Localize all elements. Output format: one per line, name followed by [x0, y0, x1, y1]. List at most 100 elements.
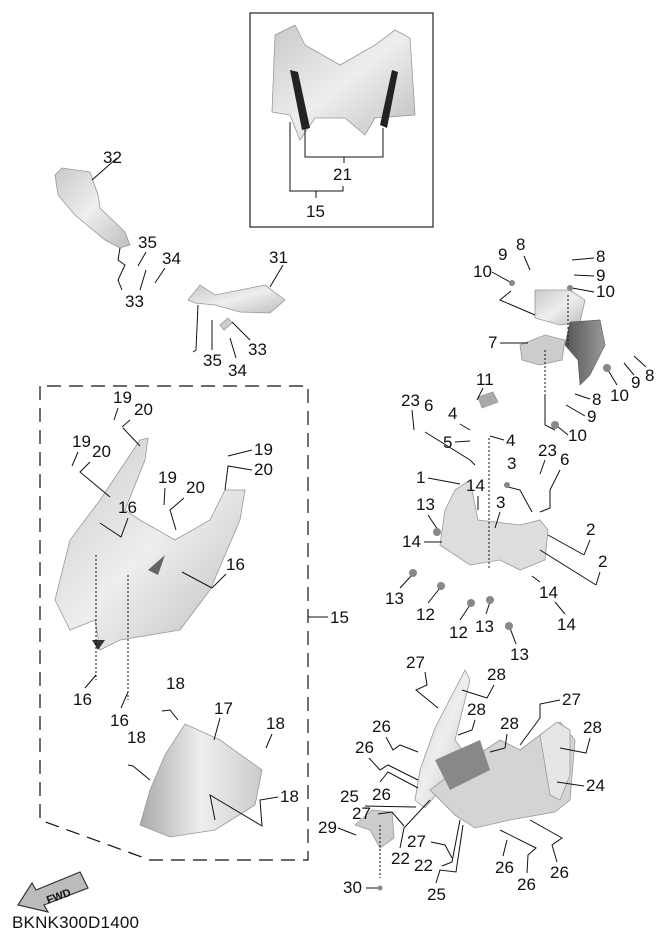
callout-35a: 35 [138, 233, 157, 252]
callout-15-assembly: 15 [330, 608, 349, 627]
lower-cowling-group: 27 28 28 28 27 28 24 26 26 26 25 27 29 2… [318, 653, 605, 904]
headlight-bracket-group: 9 8 10 8 9 10 7 10 9 8 8 9 10 [473, 235, 654, 445]
callout-8c: 8 [645, 366, 654, 385]
callout-13b: 13 [385, 589, 404, 608]
callout-34a: 34 [162, 249, 181, 268]
callout-3a: 3 [507, 454, 516, 473]
callout-16d: 16 [110, 711, 129, 730]
callout-10b: 10 [596, 282, 615, 301]
callout-27a: 27 [406, 653, 425, 672]
callout-9b: 9 [596, 266, 605, 285]
callout-10d: 10 [568, 426, 587, 445]
callout-20c: 20 [186, 478, 205, 497]
callout-13d: 13 [510, 645, 529, 664]
callout-22a: 22 [391, 849, 410, 868]
side-cowl-dark [564, 319, 606, 386]
callout-9c: 9 [631, 373, 640, 392]
right-mirror-part [187, 284, 286, 314]
callout-12a: 12 [416, 605, 435, 624]
callout-16a: 16 [118, 498, 137, 517]
callout-2b: 2 [598, 552, 607, 571]
callout-4a: 4 [448, 404, 457, 423]
callout-33b: 33 [248, 340, 267, 359]
upper-cowling-assembly: 15 19 20 19 20 16 19 20 19 20 16 16 16 1… [39, 385, 349, 861]
callout-12b: 12 [449, 623, 468, 642]
callout-17: 17 [214, 699, 233, 718]
callout-18d: 18 [280, 787, 299, 806]
side-panel-24 [539, 721, 571, 801]
callout-16b: 16 [226, 555, 245, 574]
callout-32: 32 [103, 148, 122, 167]
callout-19b: 19 [72, 432, 91, 451]
callout-20b: 20 [92, 442, 111, 461]
callout-19c: 19 [158, 468, 177, 487]
left-mirror-group: 32 35 34 33 [54, 148, 181, 311]
callout-15-inset: 15 [306, 202, 325, 221]
windscreen-part [139, 723, 263, 838]
upper-cowl-part [54, 437, 246, 651]
cowling-stay-group: 11 23 6 4 5 4 1 3 23 6 14 3 13 14 2 2 [385, 370, 607, 664]
callout-21: 21 [333, 165, 352, 184]
callout-26c: 26 [372, 785, 391, 804]
right-mirror-group: 31 35 33 34 [187, 248, 288, 380]
callout-7: 7 [488, 333, 497, 352]
stay-frame-part [439, 479, 549, 571]
callout-28d: 28 [583, 718, 602, 737]
callout-26e: 26 [517, 875, 536, 894]
callout-23a: 23 [401, 391, 420, 410]
callout-14b: 14 [402, 532, 421, 551]
callout-3b: 3 [496, 493, 505, 512]
callout-4b: 4 [506, 431, 515, 450]
callout-35b: 35 [203, 351, 222, 370]
side-cover-29 [354, 809, 395, 849]
callout-8a: 8 [516, 235, 525, 254]
callout-27d: 27 [407, 832, 426, 851]
callout-10c: 10 [610, 386, 629, 405]
callout-19a: 19 [113, 388, 132, 407]
right-trim-strip [380, 70, 398, 128]
callout-26a: 26 [372, 717, 391, 736]
diagram-code: BKNK300D1400 [12, 913, 140, 932]
callout-29: 29 [318, 818, 337, 837]
lower-cowl-center [429, 721, 576, 829]
callout-8b: 8 [596, 247, 605, 266]
callout-16c: 16 [73, 690, 92, 709]
callout-33a: 33 [125, 292, 144, 311]
callout-27b: 27 [562, 690, 581, 709]
callout-6b: 6 [560, 450, 569, 469]
callout-26b: 26 [355, 738, 374, 757]
left-trim-strip [290, 70, 310, 130]
callout-9a: 9 [498, 245, 507, 264]
callout-25a: 25 [340, 787, 359, 806]
callout-24: 24 [586, 776, 605, 795]
bracket-7 [519, 334, 566, 366]
callout-28a: 28 [487, 665, 506, 684]
callout-19d: 19 [254, 440, 273, 459]
callout-31: 31 [269, 248, 288, 267]
callout-30: 30 [343, 878, 362, 897]
callout-28b: 28 [467, 700, 486, 719]
callout-8d: 8 [592, 390, 601, 409]
callout-25b: 25 [427, 885, 446, 904]
callout-34b: 34 [228, 361, 247, 380]
callout-26f: 26 [550, 863, 569, 882]
callout-28c: 28 [500, 714, 519, 733]
callout-13c: 13 [475, 617, 494, 636]
callout-14a: 14 [466, 476, 485, 495]
callout-10a: 10 [473, 262, 492, 281]
center-cowl-shadow [435, 740, 490, 790]
callout-5: 5 [443, 433, 452, 452]
callout-23b: 23 [538, 441, 557, 460]
callout-2a: 2 [586, 520, 595, 539]
callout-20a: 20 [134, 400, 153, 419]
left-mirror-part [54, 167, 131, 249]
callout-6a: 6 [424, 396, 433, 415]
forward-arrow-icon: FWD [17, 871, 89, 913]
instrument-housing [534, 289, 586, 326]
callout-18a: 18 [166, 674, 185, 693]
callout-27c: 27 [352, 804, 371, 823]
callout-14c: 14 [539, 583, 558, 602]
callout-1: 1 [416, 468, 425, 487]
inner-panel-part [271, 24, 416, 141]
